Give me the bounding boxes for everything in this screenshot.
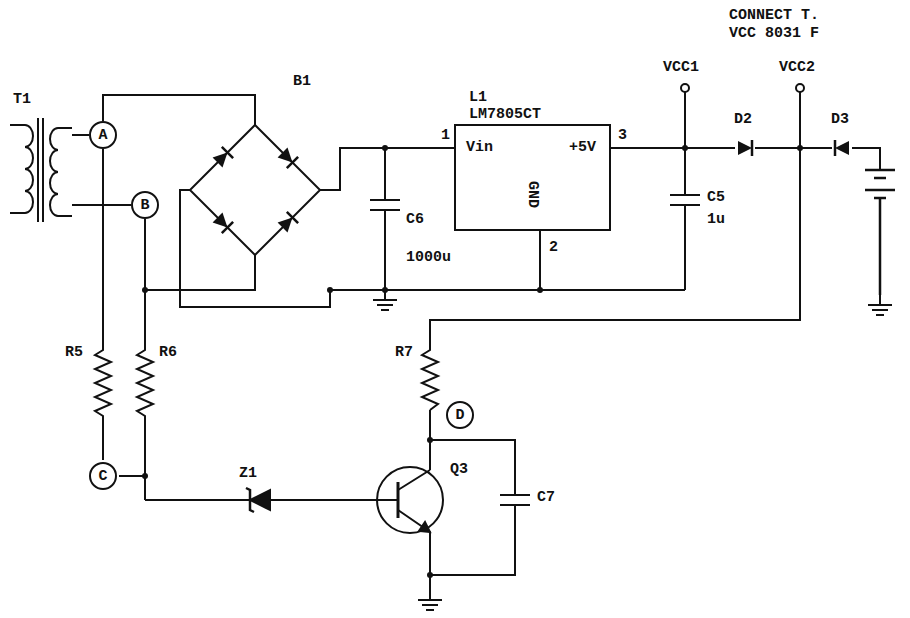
part-label: C6 [405, 212, 425, 227]
part-label: T1 [12, 92, 32, 107]
part-label: GND [525, 180, 540, 209]
zener-symbol [250, 490, 270, 510]
resistor-symbol [422, 340, 438, 410]
transformer-secondary [50, 128, 72, 216]
part-label: C7 [536, 490, 556, 505]
bridge-rectifier [190, 125, 320, 255]
callout-letter: B [140, 198, 149, 213]
part-label: +5V [568, 140, 597, 155]
callout-circle: B [131, 191, 159, 219]
part-label: D2 [733, 112, 753, 127]
part-label: 1 [440, 128, 451, 143]
part-label: VCC 8031 F [728, 26, 820, 41]
capacitor-symbol [670, 148, 700, 290]
part-label: R7 [394, 345, 414, 360]
part-label: 2 [548, 240, 559, 255]
part-label: R5 [64, 345, 84, 360]
part-label: Q3 [449, 462, 469, 477]
callout-letter: C [98, 469, 107, 484]
part-label: VCC1 [662, 60, 700, 75]
part-label: L1 [468, 90, 488, 105]
callout-circle: A [89, 121, 117, 149]
transformer-core [38, 118, 43, 222]
part-label: 1000u [405, 250, 452, 265]
part-label: C5 [706, 190, 726, 205]
transformer-primary [10, 125, 33, 213]
callout-circle: D [446, 401, 474, 429]
part-label: R6 [158, 345, 178, 360]
resistor-symbol [95, 340, 111, 460]
callout-letter: A [98, 128, 107, 143]
part-label: B1 [292, 74, 312, 89]
part-label: D3 [830, 112, 850, 127]
capacitor-symbol [430, 440, 530, 575]
part-label: 1u [706, 212, 726, 227]
transistor-symbol [377, 467, 443, 533]
callout-circle: C [89, 462, 117, 490]
part-label: VCC2 [778, 60, 816, 75]
terminal [681, 84, 689, 92]
callout-letter: D [455, 408, 464, 423]
part-label: Z1 [238, 466, 258, 481]
terminal [796, 84, 804, 92]
part-label: CONNECT T. [728, 8, 820, 23]
battery-symbol [865, 170, 895, 295]
regulator-box [455, 125, 610, 230]
part-label: LM7805CT [468, 107, 542, 122]
capacitor-symbol [370, 148, 400, 290]
part-label: Vin [465, 140, 494, 155]
part-label: 3 [617, 128, 628, 143]
